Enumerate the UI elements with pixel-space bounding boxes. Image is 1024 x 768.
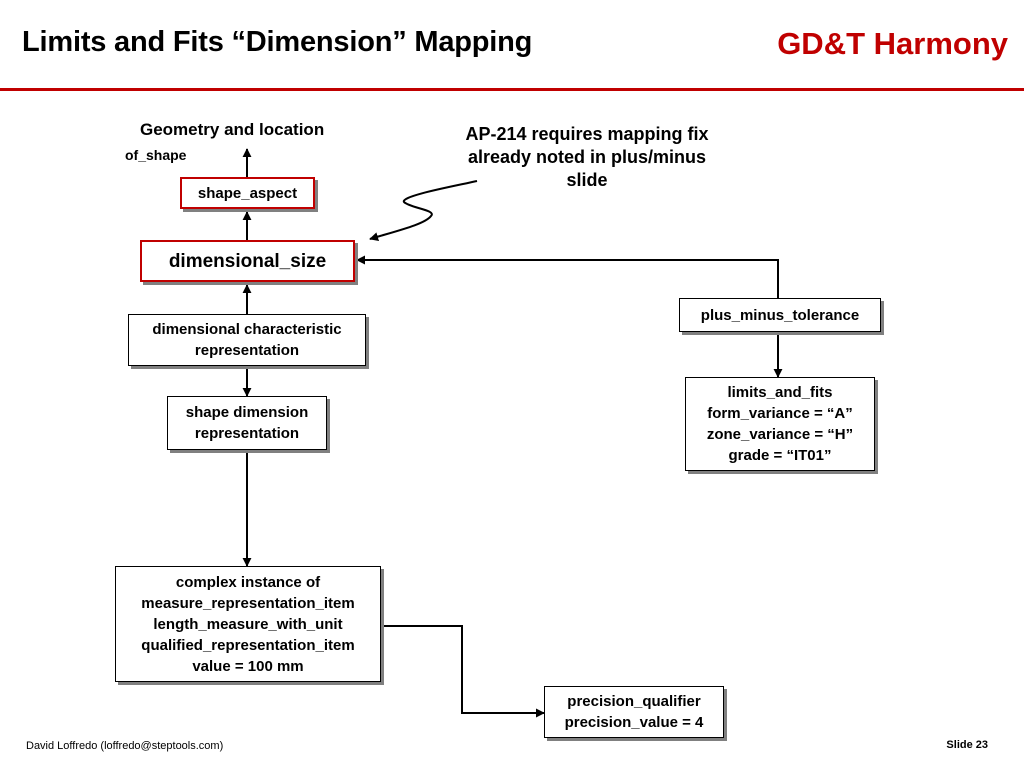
mapping-note: AP-214 requires mapping fix already note…: [465, 124, 709, 190]
note-pointer-squiggle: [369, 180, 478, 241]
node-plus-minus-tolerance: plus_minus_tolerance: [679, 298, 881, 332]
node-limits-and-fits: limits_and_fits form_variance = “A” zone…: [685, 377, 875, 471]
title-divider: [0, 88, 1024, 91]
connector-tolerance-to-size: [356, 255, 779, 298]
slide-title: Limits and Fits “Dimension” Mapping: [22, 26, 533, 58]
footer-slide-number: Slide 23: [946, 739, 988, 751]
node-shape-aspect: shape_aspect: [180, 177, 315, 209]
node-precision-qualifier: precision_qualifier precision_value = 4: [544, 686, 724, 738]
node-dimensional-size: dimensional_size: [140, 240, 355, 282]
brand-title: GD&T Harmony: [777, 26, 1008, 61]
node-dimensional-characteristic-representation: dimensional characteristic representatio…: [128, 314, 366, 366]
node-complex-instance: complex instance of measure_representati…: [115, 566, 381, 682]
of-shape-label: of_shape: [125, 147, 187, 163]
footer-author: David Loffredo (loffredo@steptools.com): [26, 740, 224, 752]
node-shape-dimension-representation: shape dimension representation: [167, 396, 327, 450]
geometry-location-label: Geometry and location: [140, 120, 325, 139]
connector-complex-to-precision: [381, 625, 545, 718]
